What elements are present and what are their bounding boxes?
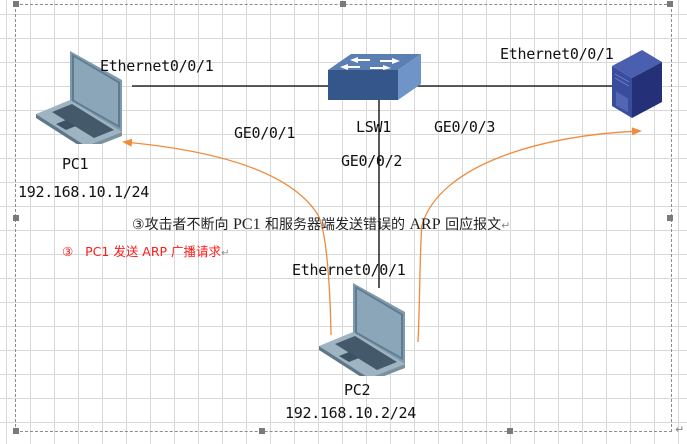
resize-handle-top-center[interactable] (340, 1, 346, 7)
pc1-ip-label: 192.168.10.1/24 (18, 183, 149, 201)
switch-name-label: LSW1 (356, 118, 391, 136)
arp-arrow-to-server (417, 127, 642, 343)
pc2-port-label: Ethernet0/0/1 (292, 261, 406, 279)
resize-handle-bottom-right[interactable] (507, 428, 513, 434)
arp-arrow-to-pc1 (122, 138, 332, 336)
resize-handle-top-right[interactable] (667, 1, 673, 7)
resize-handle-middle-right[interactable] (667, 215, 673, 221)
switch-icon[interactable] (328, 54, 423, 102)
note-text: PC1 发送 ARP 广播请求 (85, 244, 222, 259)
server-icon[interactable] (610, 46, 664, 120)
switch-port-ge003-label: GE0/0/3 (434, 118, 496, 136)
broadcast-request-note: ③ PC1 发送 ARP 广播请求↵ (62, 241, 229, 260)
laptop-icon[interactable] (317, 280, 407, 376)
note-text: 和服务器端发送错误的 (260, 217, 410, 233)
resize-handle-bottom-left[interactable] (13, 428, 19, 434)
paragraph-mark: ↵ (501, 219, 511, 232)
note-arp-text: ARP (409, 216, 441, 233)
pc2-ip-label: 192.168.10.2/24 (285, 404, 416, 422)
server-port-label: Ethernet0/0/1 (500, 45, 614, 63)
note-text: 攻击者不断向 (144, 217, 234, 233)
laptop-icon[interactable] (34, 48, 124, 144)
pc1-name-label: PC1 (62, 155, 89, 173)
attack-description-note: ③攻击者不断向 PC1 和服务器端发送错误的 ARP 回应报文↵ (132, 214, 510, 234)
resize-handle-middle-left[interactable] (13, 215, 19, 221)
note-pc-text: PC1 (233, 216, 261, 233)
resize-handle-bottom-center[interactable] (259, 428, 265, 434)
pc2-name-label: PC2 (344, 381, 371, 399)
resize-handle-top-left[interactable] (13, 1, 19, 7)
switch-port-ge001-label: GE0/0/1 (234, 124, 296, 142)
step-marker: ③ (62, 244, 74, 259)
step-marker: ③ (132, 217, 145, 233)
paragraph-mark: ↵ (221, 248, 230, 259)
note-text: 回应报文 (440, 217, 502, 233)
paragraph-mark: ↵ (675, 423, 685, 436)
pc1-port-label: Ethernet0/0/1 (100, 57, 214, 75)
switch-port-ge002-label: GE0/0/2 (341, 152, 403, 170)
